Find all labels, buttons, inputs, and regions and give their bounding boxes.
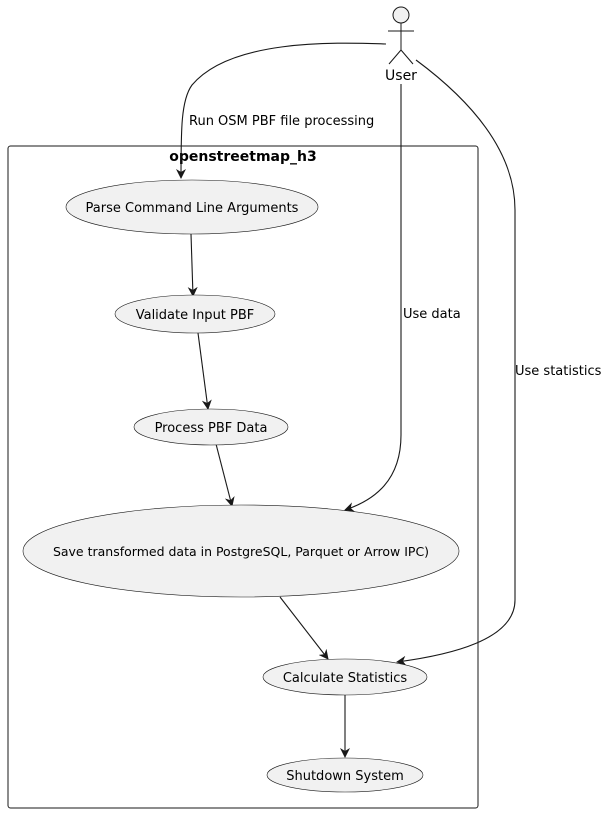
use-case-label: Process PBF Data <box>155 421 268 436</box>
stick-figure-icon <box>388 6 414 65</box>
edge-parse-validate <box>187 233 198 297</box>
use-case-parse[interactable]: Parse Command Line Arguments <box>65 179 319 235</box>
use-case-save[interactable]: Save transformed data in PostgreSQL, Par… <box>22 504 460 598</box>
use-case-shutdown[interactable]: Shutdown System <box>266 757 424 793</box>
edge-process-save <box>215 443 235 507</box>
use-case-stats[interactable]: Calculate Statistics <box>262 658 428 696</box>
use-case-validate[interactable]: Validate Input PBF <box>114 294 276 334</box>
edge-validate-process <box>197 332 212 410</box>
system-boundary <box>7 145 479 809</box>
edge-label-use-statistics: Use statistics <box>515 364 602 379</box>
edge-run <box>176 42 387 179</box>
use-case-label: Calculate Statistics <box>283 671 408 686</box>
edge-save-stats <box>279 596 329 660</box>
system-title: openstreetmap_h3 <box>169 149 316 165</box>
edge-use-statistics <box>396 59 516 666</box>
actor-label: User <box>385 68 417 84</box>
actor-user[interactable]: User <box>385 6 417 84</box>
use-case-label: Validate Input PBF <box>136 308 255 323</box>
edge-use-data <box>344 84 402 512</box>
edge-label-use-data: Use data <box>403 307 461 322</box>
use-case-process[interactable]: Process PBF Data <box>133 408 289 446</box>
use-case-label: Parse Command Line Arguments <box>86 201 299 216</box>
edge-label-run: Run OSM PBF file processing <box>189 114 374 129</box>
use-case-label: Shutdown System <box>286 769 404 784</box>
use-case-label: Save transformed data in PostgreSQL, Par… <box>53 544 429 559</box>
